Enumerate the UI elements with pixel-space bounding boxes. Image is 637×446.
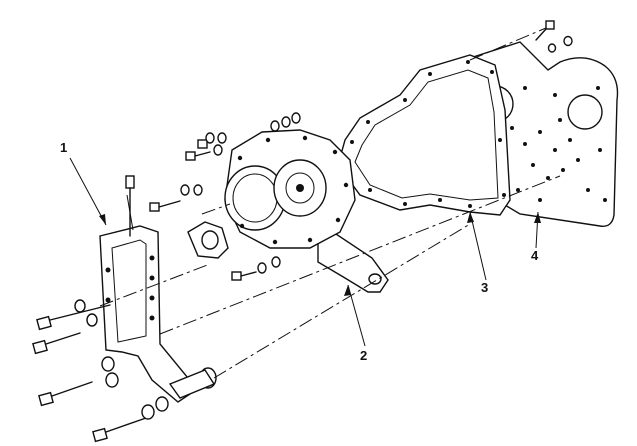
bypass-elbow [187, 221, 229, 259]
gasket [337, 54, 511, 216]
callout-3: 3 [467, 211, 488, 295]
callout-label: 3 [481, 280, 488, 295]
callout-1: 1 [60, 140, 107, 226]
callout-2: 2 [344, 284, 367, 363]
mounting-bracket [99, 225, 217, 403]
alignment-centerlines [99, 27, 561, 379]
callout-label: 2 [360, 348, 367, 363]
callout-4: 4 [531, 211, 541, 263]
pump-housing [224, 129, 389, 293]
callout-label: 1 [60, 140, 67, 155]
fasteners [32, 20, 573, 443]
callout-label: 4 [531, 248, 539, 263]
